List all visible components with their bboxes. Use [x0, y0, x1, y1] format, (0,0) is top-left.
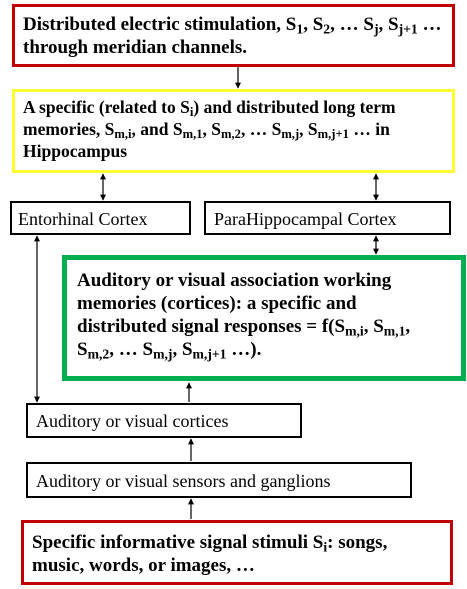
electric-stimulation-text: Distributed electric stimulation, S1, S2… — [23, 14, 442, 58]
subscript: m,j — [153, 346, 173, 362]
subscript: m,1 — [182, 127, 203, 142]
subscript: i — [323, 539, 328, 555]
entorhinal-cortex-label: Entorhinal Cortex — [18, 209, 148, 229]
parahippocampal-cortex-label: ParaHippocampal Cortex — [214, 209, 397, 229]
subscript: m,j — [281, 127, 300, 142]
hippocampus-memory-text: A specific (related to Si) and distribut… — [23, 97, 396, 161]
subscript: 2 — [323, 21, 331, 37]
subscript: m,1 — [383, 323, 406, 339]
entorhinal-cortex-box: Entorhinal Cortex — [10, 201, 191, 235]
subscript: m,j+1 — [192, 346, 227, 362]
auditory-visual-cortices-label: Auditory or visual cortices — [36, 411, 229, 431]
signal-stimuli-text: Specific informative signal stimuli Si: … — [32, 532, 388, 576]
signal-stimuli-box: Specific informative signal stimuli Si: … — [21, 520, 453, 585]
subscript: j+1 — [398, 21, 418, 37]
subscript: m,i — [114, 127, 132, 142]
association-memory-text: Auditory or visual association working m… — [77, 270, 411, 362]
hippocampus-memory-box: A specific (related to Si) and distribut… — [12, 89, 455, 173]
association-memory-box: Auditory or visual association working m… — [62, 255, 466, 381]
subscript: m,i — [345, 323, 364, 339]
subscript: 1 — [296, 21, 304, 37]
auditory-visual-cortices-box: Auditory or visual cortices — [26, 403, 302, 438]
sensors-ganglions-label: Auditory or visual sensors and ganglions — [36, 471, 331, 491]
subscript: j — [373, 21, 379, 37]
subscript: m,2 — [87, 346, 110, 362]
electric-stimulation-box: Distributed electric stimulation, S1, S2… — [12, 4, 455, 67]
subscript: i — [189, 105, 194, 120]
sensors-ganglions-box: Auditory or visual sensors and ganglions — [26, 462, 412, 498]
subscript: m,2 — [221, 127, 241, 142]
parahippocampal-cortex-box: ParaHippocampal Cortex — [204, 201, 451, 235]
subscript: m,j+1 — [317, 127, 349, 142]
